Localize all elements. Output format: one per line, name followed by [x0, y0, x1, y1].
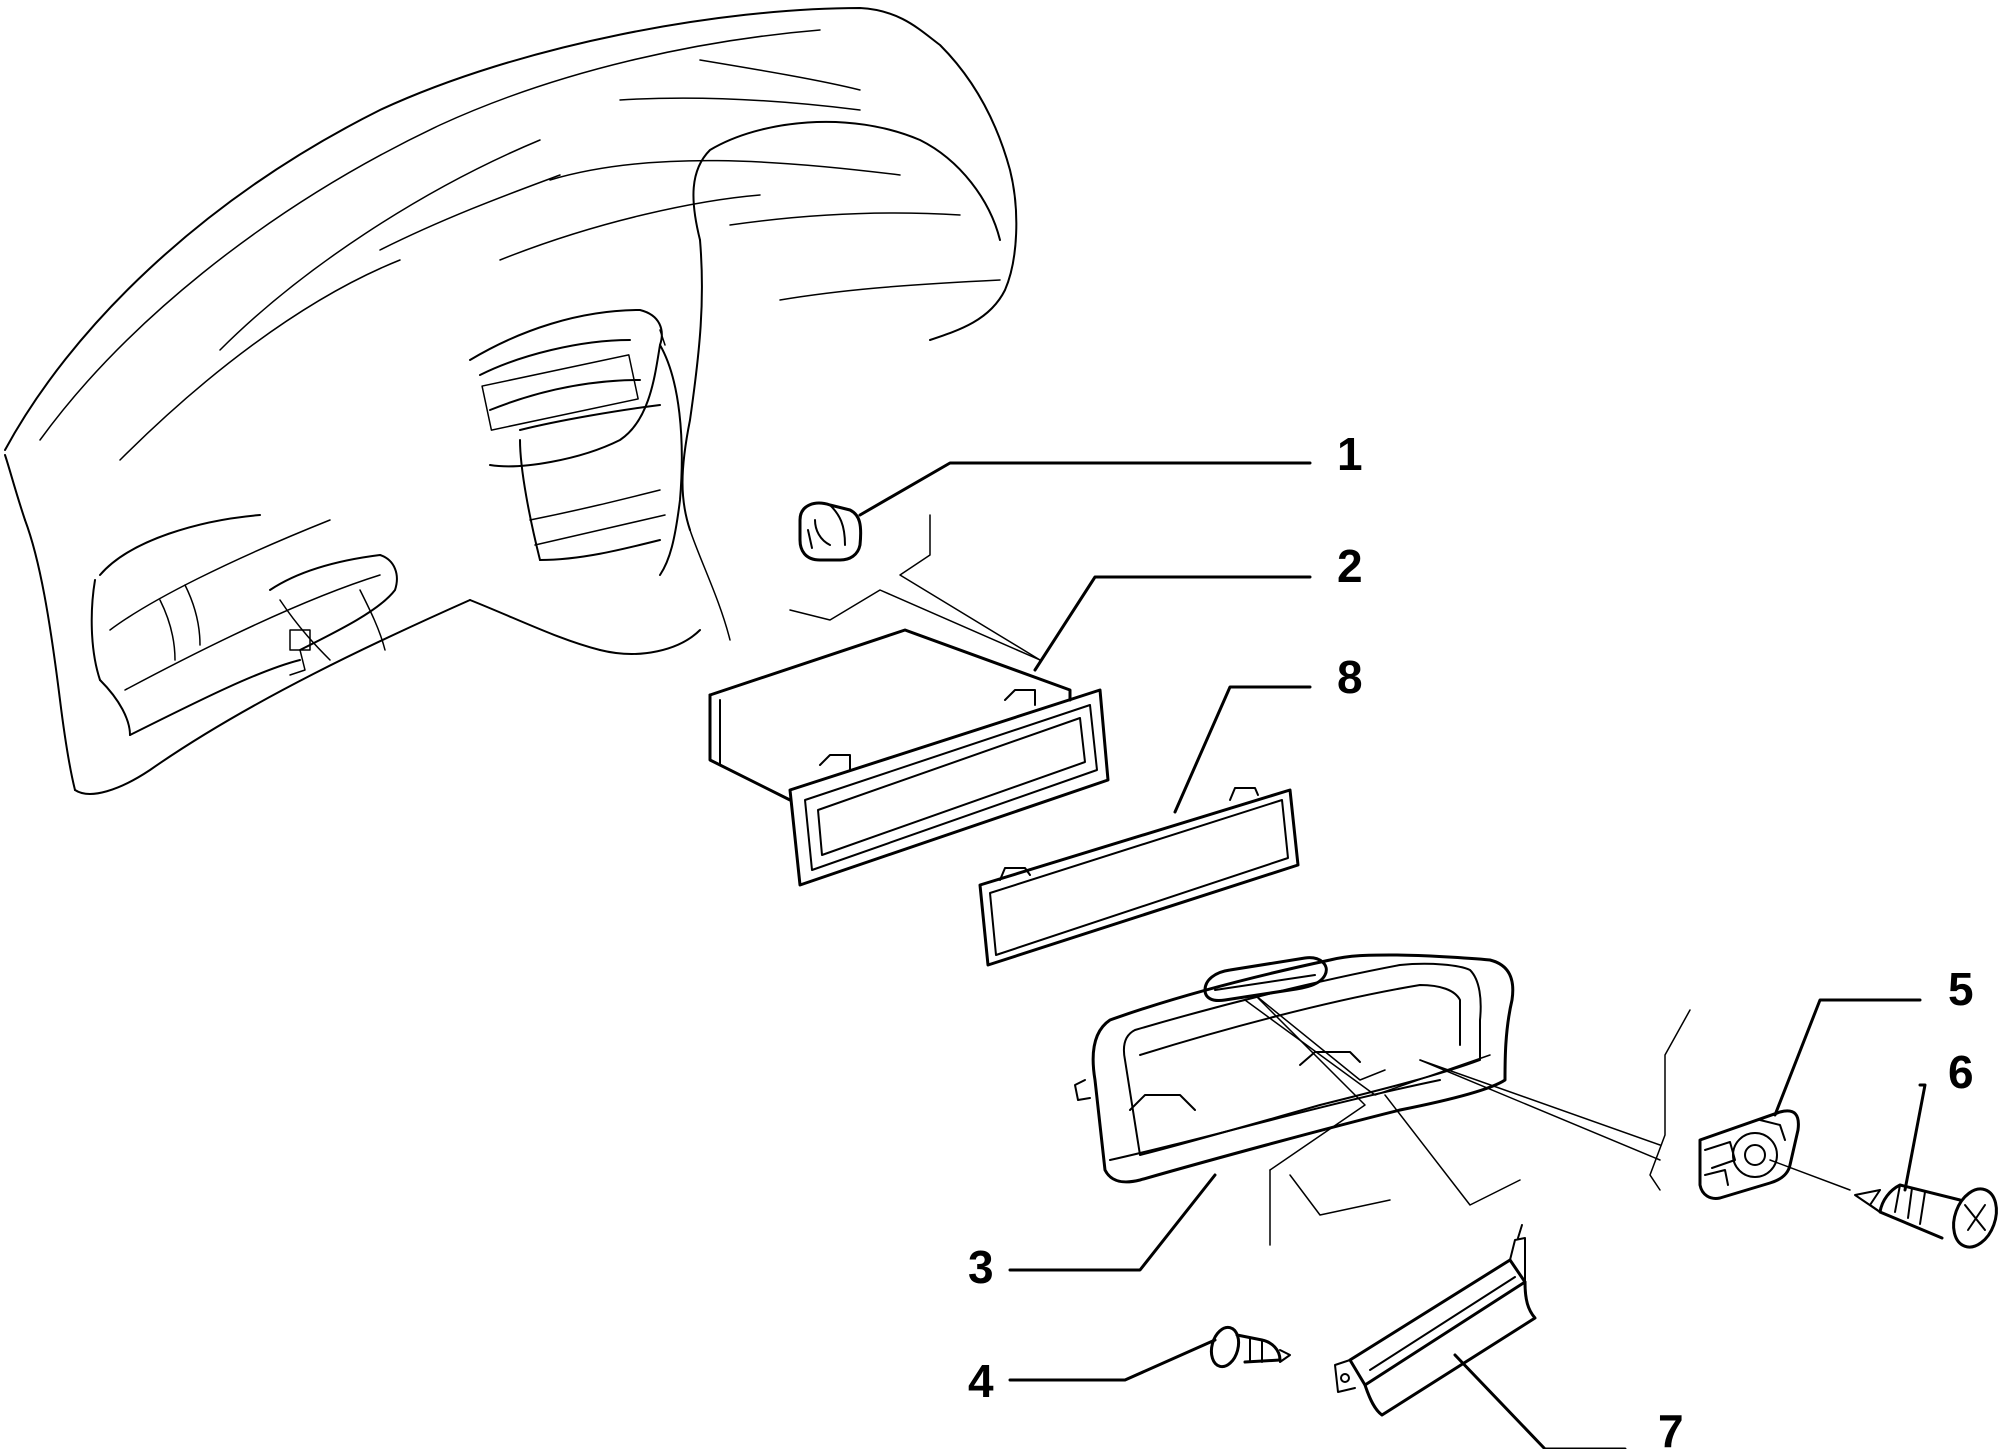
leader-3: [1008, 1173, 1217, 1272]
leader-7: [1453, 1353, 1627, 1449]
part-6-screw: [1769, 1159, 1998, 1249]
part-2-pocket-box: [708, 628, 1110, 887]
leader-5: [1773, 998, 1922, 1117]
callout-3: 3: [968, 1241, 994, 1293]
assembly-guide-lines: [1244, 994, 1691, 1246]
callout-4: 4: [968, 1355, 994, 1407]
leader-4: [1008, 1338, 1217, 1382]
part-7-lower-bracket: [1334, 1224, 1537, 1417]
leader-1: [858, 461, 1312, 517]
callout-2: 2: [1337, 540, 1363, 592]
callout-8: 8: [1337, 651, 1363, 703]
part-4-small-screw: [1209, 1325, 1291, 1369]
dashboard-outline: [4, 7, 1018, 795]
callout-7: 7: [1658, 1405, 1684, 1449]
leader-6: [1903, 1083, 1927, 1192]
part-5-bracket-clip: [1698, 1109, 1800, 1200]
leader-2: [1033, 575, 1312, 672]
part-3-trim-frame: [1074, 953, 1515, 1184]
callout-labels: 1 2 8 5 6 3 4 7: [968, 428, 1974, 1449]
part-1-clip: [789, 501, 1041, 661]
callout-5: 5: [1948, 963, 1974, 1015]
leader-8: [1173, 685, 1312, 814]
callout-1: 1: [1337, 428, 1363, 480]
callout-6: 6: [1948, 1046, 1974, 1098]
part-8-cover-plate: [978, 787, 1300, 967]
leader-lines: [858, 461, 1927, 1449]
